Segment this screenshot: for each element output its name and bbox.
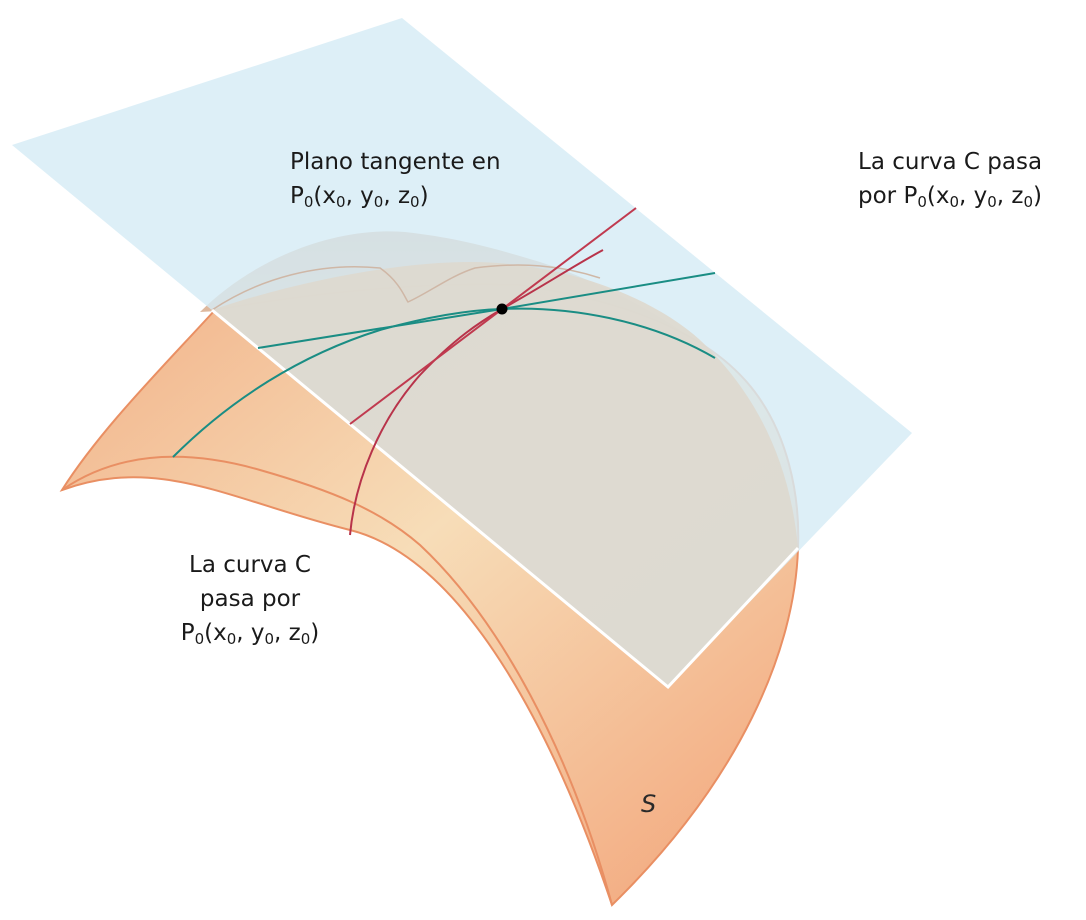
overlap-bump bbox=[211, 264, 601, 311]
red-tangent-line bbox=[349, 207, 637, 425]
label-curve-c-left-line2: pasa por bbox=[199, 586, 301, 612]
label-curve-c-right-point: por P0(x0, y0, z0) bbox=[858, 183, 1043, 211]
label-surface-s: S bbox=[641, 790, 657, 818]
label-tangent-plane-line1: Plano tangente en bbox=[290, 149, 501, 175]
plane-surface-boundary bbox=[211, 308, 800, 690]
tangency-point bbox=[496, 303, 508, 315]
label-tangent-plane: Plano tangente en P0(x0, y0, z0) bbox=[290, 145, 501, 213]
red-curve bbox=[349, 249, 604, 536]
label-curve-c-left-line1: La curva C bbox=[189, 552, 311, 578]
teal-curve bbox=[172, 307, 716, 458]
label-curve-c-left-point: P0(x0, y0, z0) bbox=[180, 620, 320, 648]
surface-front-edge bbox=[61, 455, 613, 906]
label-curve-c-right-line1: La curva C pasa bbox=[858, 149, 1043, 175]
label-tangent-plane-point: P0(x0, y0, z0) bbox=[290, 183, 429, 211]
label-curve-c-right: La curva C pasa por P0(x0, y0, z0) bbox=[858, 145, 1042, 213]
plane-surface-overlap bbox=[212, 262, 798, 687]
label-curve-c-left: La curva C pasa por P0(x0, y0, z0) bbox=[150, 548, 350, 650]
